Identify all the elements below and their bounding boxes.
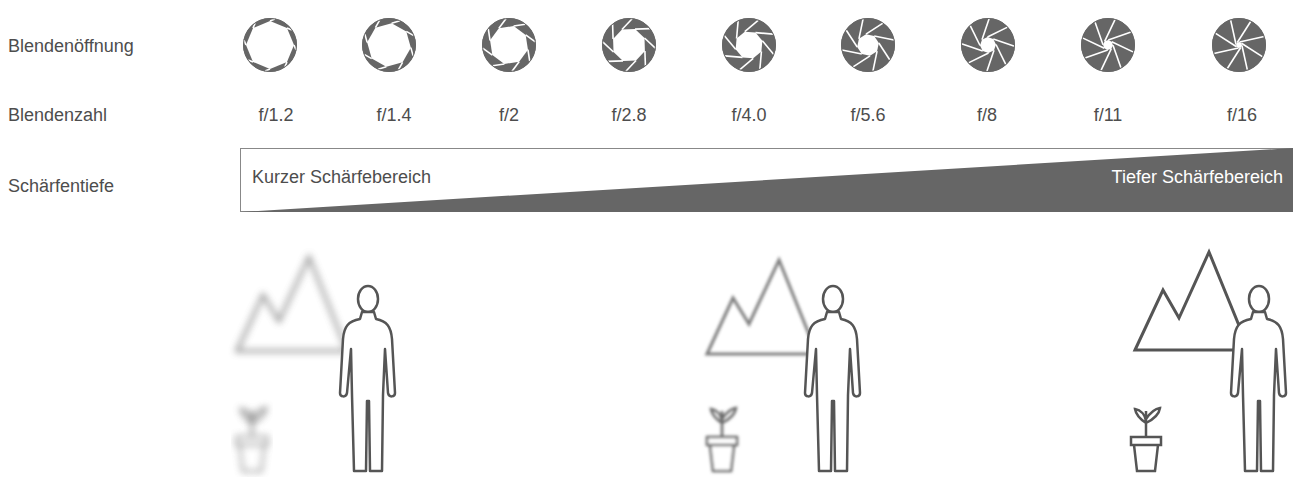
aperture-blade [392,21,400,23]
aperture-blade [879,43,890,60]
aperture-opening [246,21,294,69]
aperture-disc [961,18,1015,72]
aperture-blade [493,64,505,66]
mountain-icon [1135,252,1249,350]
aperture-blade [612,24,614,39]
aperture-opening [1236,42,1242,48]
aperture-opening [490,26,528,64]
aperture-opening [367,23,411,67]
aperture-blade [644,38,655,48]
aperture-blade [724,36,735,50]
f-number: f/2 [499,104,519,126]
aperture-blade [514,24,526,26]
person-icon [340,286,395,471]
depth-band: Kurzer Schärfebereich Tiefer Schärfeberei… [240,148,1293,212]
aperture-blade [608,60,623,62]
aperture-disc [602,18,656,72]
aperture-blade [1242,46,1247,71]
aperture-disc [243,18,297,72]
plant-icon [237,408,267,471]
aperture-blade [968,53,988,63]
aperture-blade [762,41,773,55]
aperture-disc [841,18,895,72]
aperture-blade [528,50,530,62]
plant-icon [707,408,737,471]
band-label-start: Kurzer Schärfebereich [252,166,431,188]
aperture-rim [483,19,536,72]
aperture-blade [1108,32,1131,40]
aperture-opening [1103,40,1113,50]
aperture-blade [725,56,743,58]
row-heading: Schärfentiefe [8,175,114,197]
aperture-blade [970,25,980,45]
mountain-icon [707,260,817,354]
aperture-blade [745,20,759,31]
f-number: f/1.2 [258,104,293,126]
row-heading: Blendenzahl [8,104,107,126]
aperture-blade [1214,48,1239,53]
aperture-blade [1113,45,1121,68]
band-outline [241,149,1293,212]
person-icon [1231,286,1286,471]
aperture-disc [1081,18,1135,72]
band-wedge [240,148,1293,212]
aperture-disc [362,18,416,72]
aperture-blade [1231,20,1236,45]
aperture-blade [740,58,754,69]
aperture-disc [482,18,536,72]
aperture-disc [722,18,776,72]
aperture-blade [987,27,1007,37]
aperture-icons [243,18,1266,72]
f-number: f/8 [977,104,997,126]
mountain-icon [237,257,347,351]
aperture-rim [603,19,656,72]
f-number: f/2.8 [611,104,646,126]
f-number: f/1.4 [376,104,411,126]
aperture-rim [962,19,1015,72]
aperture-blade [760,51,762,69]
f-number: f/5.6 [850,104,885,126]
band-label-end: Tiefer Schärfebereich [1112,166,1283,188]
f-number: f/11 [1094,104,1123,126]
aperture-blade [859,19,863,39]
person-icon [805,286,860,471]
aperture-rim [363,19,416,72]
aperture-blade [644,51,646,66]
aperture-disc [1212,18,1266,72]
aperture-blade [996,44,1006,64]
f-number: f/4.0 [731,104,766,126]
aperture-blade [1095,22,1103,45]
aperture-opening [736,32,763,59]
aperture-rim [723,19,776,72]
aperture-rim [1082,19,1135,72]
aperture-blade [755,33,773,35]
plant-icon [1131,408,1161,471]
aperture-blade [873,51,877,71]
aperture-blade [622,19,632,30]
aperture-blade [411,48,413,56]
aperture-blade [866,23,883,34]
aperture-blade [842,50,862,54]
f-number: f/16 [1227,104,1257,126]
aperture-blade [626,60,636,71]
aperture-blade [846,30,857,47]
aperture-blade [1085,50,1108,58]
aperture-rim [1213,19,1266,72]
aperture-opening [857,34,879,56]
aperture-rim [842,19,895,72]
aperture-blade [1240,37,1265,42]
aperture-blade [853,56,870,67]
aperture-blade [874,36,894,40]
aperture-blade [737,21,739,39]
aperture-rim [244,19,297,72]
aperture-blade [635,28,650,30]
row-heading: Blendenöffnung [8,35,134,57]
aperture-blade [378,67,386,69]
aperture-blade [488,29,490,41]
aperture-blade [603,42,614,52]
aperture-opening [613,29,645,61]
aperture-blade [365,34,367,42]
